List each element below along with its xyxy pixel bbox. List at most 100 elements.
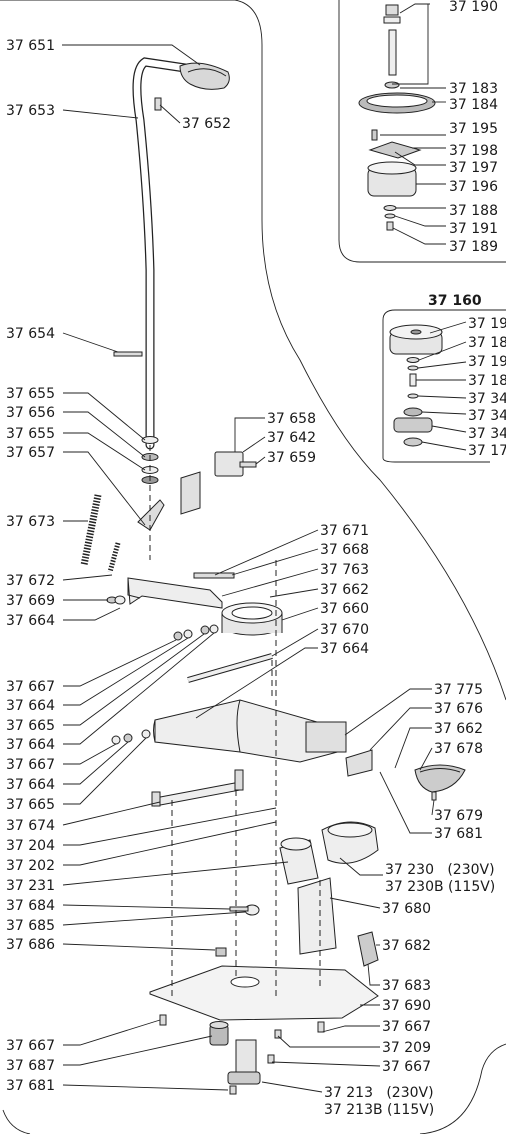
label-left-22: 37 684	[6, 898, 55, 914]
label-left-5: 37 655	[6, 426, 55, 442]
label-left-27: 37 681	[6, 1078, 55, 1094]
springs	[80, 494, 121, 573]
label-right-19: 37 680	[382, 901, 431, 917]
right-bracket-and-foot	[345, 749, 466, 801]
label-left-23: 37 685	[6, 918, 55, 934]
label-left-3: 37 655	[6, 386, 55, 402]
label-right-0: 37 652	[182, 116, 231, 132]
shaft-and-washers	[111, 624, 273, 745]
inset-mid-leaders	[416, 321, 467, 451]
label-left-17: 37 665	[6, 797, 55, 813]
label-inset-mid-5: 37 34	[468, 408, 506, 424]
label-inset-top-8: 37 191	[449, 221, 498, 237]
label-left-20: 37 202	[6, 858, 55, 874]
label-left-19: 37 204	[6, 838, 55, 854]
label-inset-top-4: 37 198	[449, 143, 498, 159]
label-left-25: 37 667	[6, 1038, 55, 1054]
label-left-2: 37 654	[6, 326, 55, 342]
label-left-4: 37 656	[6, 405, 55, 421]
label-right-24: 37 209	[382, 1040, 431, 1056]
base-underside-parts	[159, 1014, 325, 1095]
label-inset-top-1: 37 183	[449, 81, 498, 97]
label-left-24: 37 686	[6, 937, 55, 953]
label-right-7: 37 662	[320, 582, 369, 598]
label-right-23: 37 667	[382, 1019, 431, 1035]
label-right-11: 37 775	[434, 682, 483, 698]
label-right-9: 37 670	[320, 622, 369, 638]
label-inset-mid-7: 37 17	[468, 443, 506, 459]
handle-assembly	[113, 57, 230, 531]
label-left-9: 37 669	[6, 593, 55, 609]
label-right-13: 37 662	[434, 721, 483, 737]
inset-mid-title: 37 160	[428, 293, 482, 309]
label-left-12: 37 664	[6, 698, 55, 714]
label-right-22: 37 690	[382, 998, 431, 1014]
label-inset-mid-6: 37 34	[468, 426, 506, 442]
label-left-7: 37 673	[6, 514, 55, 530]
inset-top-parts	[358, 4, 436, 231]
assembly-dashed-axes	[149, 445, 321, 1000]
label-left-6: 37 657	[6, 445, 55, 461]
label-right-6: 37 763	[320, 562, 369, 578]
label-right-20: 37 682	[382, 938, 431, 954]
outer-frame-bottom-right	[419, 1043, 506, 1134]
label-right-25: 37 667	[382, 1059, 431, 1075]
label-inset-mid-4: 37 34	[468, 391, 506, 407]
mounting-bracket	[106, 572, 235, 609]
label-left-18: 37 674	[6, 818, 55, 834]
label-inset-top-6: 37 196	[449, 179, 498, 195]
motor-parts	[229, 821, 379, 967]
label-inset-mid-0: 37 19	[468, 316, 506, 332]
label-left-16: 37 664	[6, 777, 55, 793]
support-bracket	[151, 769, 244, 807]
label-right-17: 37 230 (230V)	[385, 862, 495, 878]
label-right-12: 37 676	[434, 701, 483, 717]
inset-mid-frame	[382, 309, 506, 458]
label-left-8: 37 672	[6, 573, 55, 589]
label-right-2: 37 642	[267, 430, 316, 446]
label-inset-top-0: 37 190	[449, 0, 498, 15]
switch-box	[180, 451, 257, 515]
label-right-1: 37 658	[267, 411, 316, 427]
leader-lines	[62, 44, 435, 1093]
label-right-3: 37 659	[267, 450, 316, 466]
label-left-26: 37 687	[6, 1058, 55, 1074]
label-left-11: 37 667	[6, 679, 55, 695]
label-inset-top-5: 37 197	[449, 160, 498, 176]
label-left-13: 37 665	[6, 718, 55, 734]
label-inset-mid-1: 37 18	[468, 335, 506, 351]
label-right-10: 37 664	[320, 641, 369, 657]
main-frame-beam	[153, 699, 347, 763]
label-inset-top-3: 37 195	[449, 121, 498, 137]
label-inset-top-9: 37 189	[449, 239, 498, 255]
label-right-8: 37 660	[320, 601, 369, 617]
ring-collar	[221, 602, 283, 636]
label-left-14: 37 664	[6, 737, 55, 753]
inset-top-leaders	[380, 3, 446, 245]
label-right-18: 37 230B (115V)	[385, 879, 495, 895]
label-inset-mid-3: 37 18	[468, 373, 506, 389]
label-right-5: 37 668	[320, 542, 369, 558]
label-inset-top-2: 37 184	[449, 97, 498, 113]
label-right-21: 37 683	[382, 978, 431, 994]
label-right-16: 37 681	[434, 826, 483, 842]
label-left-21: 37 231	[6, 878, 55, 894]
base-plate	[149, 947, 379, 1021]
label-right-15: 37 679	[434, 808, 483, 824]
outer-frame-bottom	[2, 1109, 31, 1134]
inset-top-frame	[338, 0, 506, 263]
label-left-15: 37 667	[6, 757, 55, 773]
label-right-27: 37 213B (115V)	[324, 1102, 434, 1118]
label-right-26: 37 213 (230V)	[324, 1085, 434, 1101]
label-inset-top-7: 37 188	[449, 203, 498, 219]
label-right-14: 37 678	[434, 741, 483, 757]
label-right-4: 37 671	[320, 523, 369, 539]
label-left-10: 37 664	[6, 613, 55, 629]
outer-frame	[0, 0, 506, 701]
label-left-0: 37 651	[6, 38, 55, 54]
inset-mid-parts	[389, 324, 443, 447]
label-inset-mid-2: 37 19	[468, 354, 506, 370]
label-left-1: 37 653	[6, 103, 55, 119]
inset-mid-frame-bottom	[382, 457, 490, 463]
